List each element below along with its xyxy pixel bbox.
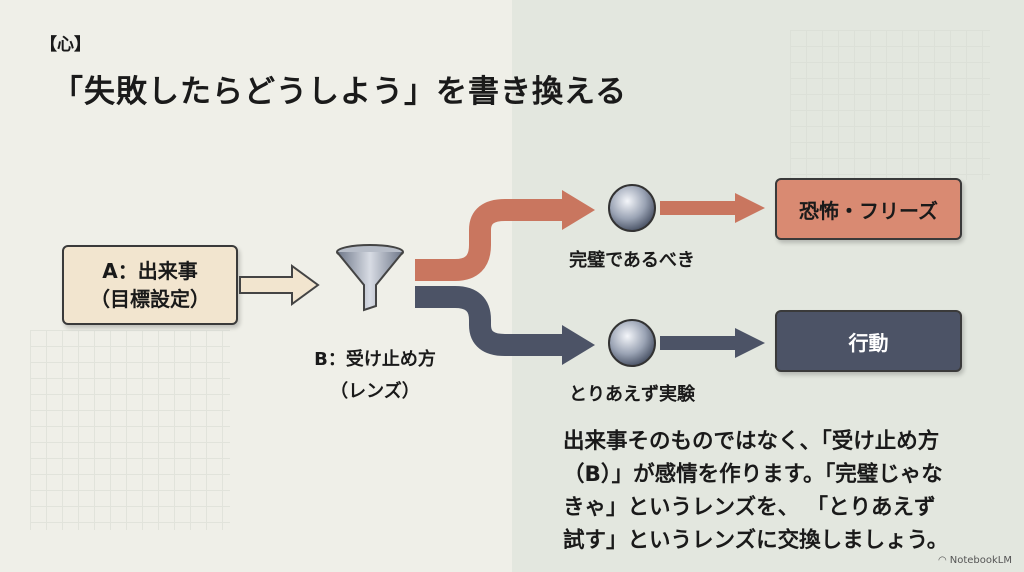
background-grid — [790, 30, 990, 180]
fear-path-arrow — [415, 199, 565, 281]
explanation-line: 出来事そのものではなく、「受け止め方 — [563, 429, 940, 454]
explanation-text: 出来事そのものではなく、「受け止め方 （B）」が感情を作ります。「完璧じゃな き… — [563, 425, 1003, 557]
event-box: A：出来事 （目標設定） — [62, 245, 238, 325]
action-path-arrowhead — [562, 325, 595, 365]
fear-freeze-label: 恐怖・フリーズ — [799, 198, 938, 223]
section-tag: 【心】 — [40, 35, 91, 55]
experiment-label: とりあえず実験 — [569, 384, 695, 405]
action-box: 行動 — [775, 310, 962, 372]
notebooklm-logo: ◠NotebookLM — [938, 555, 1012, 566]
arrowhead-icon — [735, 193, 765, 223]
lens-label: B：受け止め方 （レンズ） — [290, 344, 460, 408]
lens-icon — [608, 184, 656, 232]
explanation-line: 試す」というレンズに交換しましょう。 — [563, 528, 949, 553]
hollow-arrow — [239, 264, 320, 306]
lens-title: B：受け止め方 — [314, 349, 436, 370]
slide-title: 「失敗したらどうしよう」を書き換える — [52, 74, 628, 110]
branding-text: NotebookLM — [949, 555, 1012, 566]
fear-freeze-box: 恐怖・フリーズ — [775, 178, 962, 240]
explanation-line: きゃ」というレンズを、 「とりあえず — [563, 495, 936, 520]
fear-path-arrowhead — [562, 190, 595, 230]
event-label: A：出来事 — [102, 259, 198, 283]
action-label: 行動 — [848, 330, 889, 355]
notebooklm-icon: ◠ — [938, 555, 947, 566]
explanation-line: （B）」が感情を作ります。「完璧じゃな — [563, 462, 943, 487]
lens-subtitle: （レンズ） — [330, 381, 420, 402]
action-path-arrow — [415, 286, 565, 356]
background-grid — [30, 330, 230, 530]
lens-icon — [608, 319, 656, 367]
funnel-icon — [336, 244, 404, 312]
event-sublabel: （目標設定） — [90, 287, 210, 311]
perfection-label: 完璧であるべき — [569, 250, 695, 271]
arrowhead-icon — [735, 328, 765, 358]
